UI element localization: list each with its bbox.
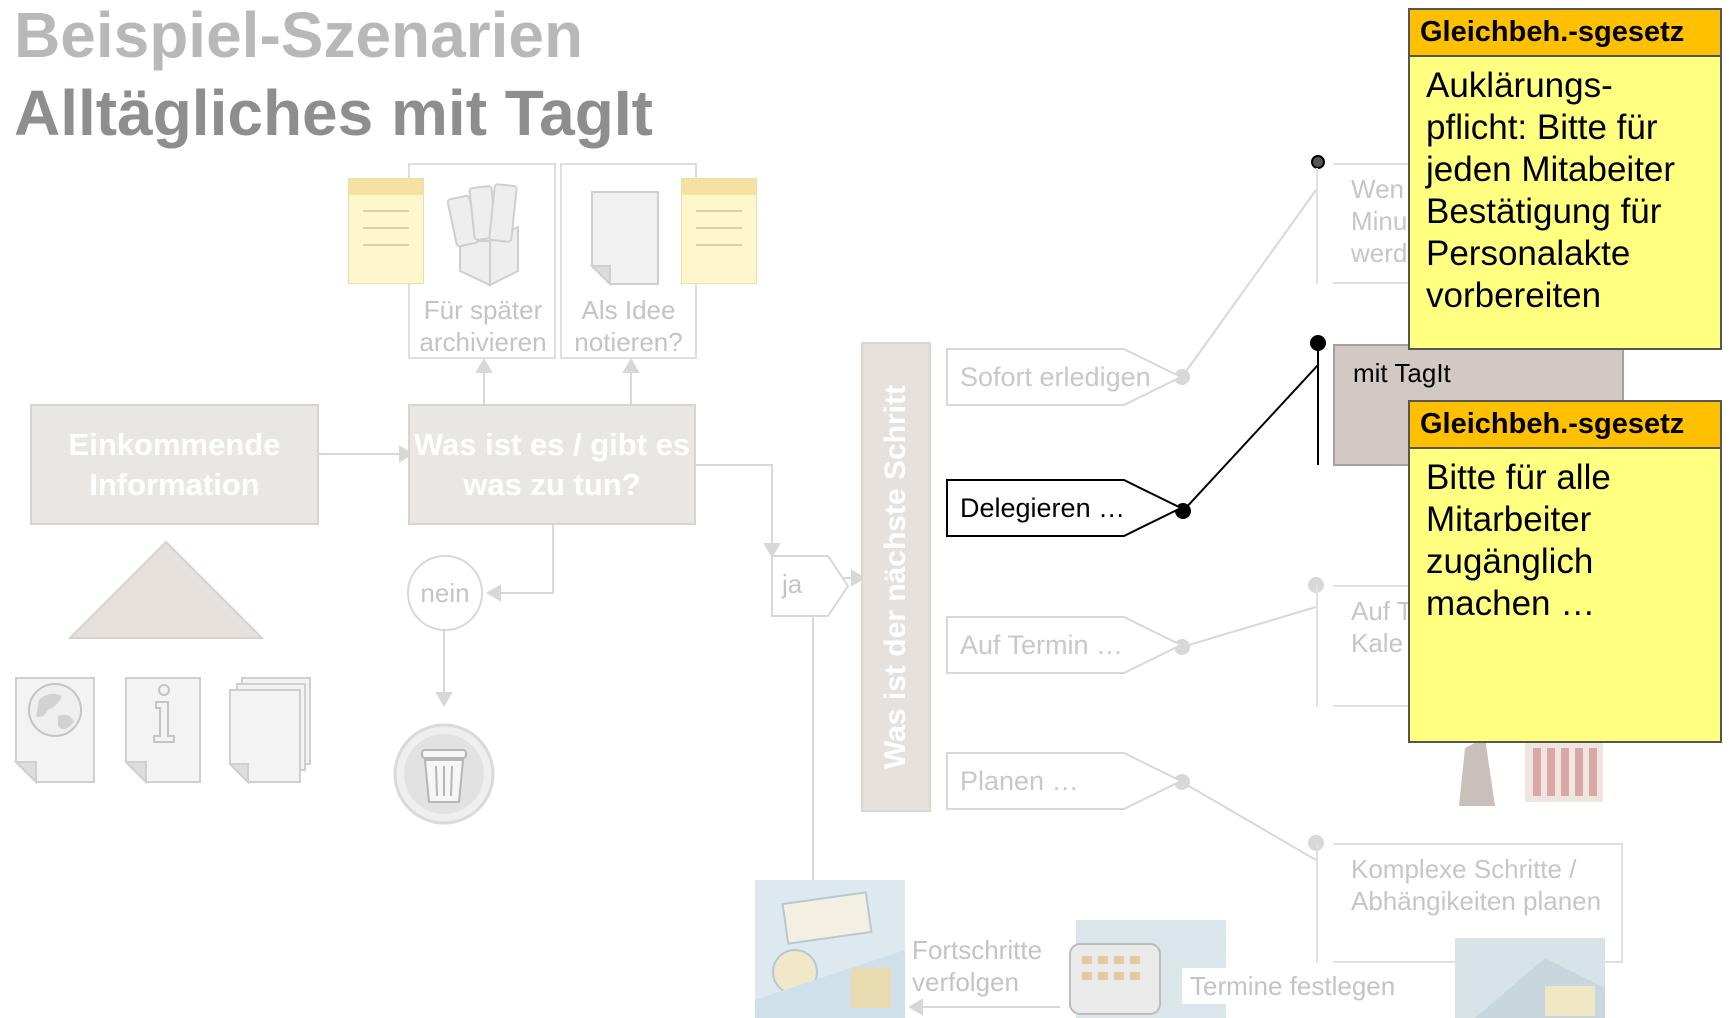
stacked-documents-icon xyxy=(228,677,311,785)
file-archive-icon xyxy=(446,183,519,287)
blank-page-icon xyxy=(590,191,659,286)
note-1-header: Gleichbeh.-sgesetz xyxy=(1410,10,1720,57)
action-schedule-label: Auf Termin … xyxy=(960,630,1124,660)
action-plan-label: Planen … xyxy=(960,766,1079,796)
archive-label: Für später archivieren xyxy=(419,295,547,357)
note-1: Gleichbeh.-sgesetz Auklärungs-pflicht: B… xyxy=(1408,8,1722,350)
slide-subtitle: Alltägliches mit TagIt xyxy=(14,77,653,149)
yes-tag xyxy=(771,555,850,617)
incoming-information-box[interactable]: Einkommende Information xyxy=(30,404,319,525)
sticky-note-icon xyxy=(681,178,757,284)
question-label: Was ist es / gibt es was zu tun? xyxy=(413,426,691,502)
tracking-clipart-icon xyxy=(755,880,905,1018)
bracket-line xyxy=(1316,843,1318,963)
no-label: nein xyxy=(420,578,470,608)
incoming-information-label: Einkommende Information xyxy=(68,426,281,502)
note-2-body: Bitte für alle Mitarbeiter zugänglich ma… xyxy=(1426,458,1611,623)
action-plan[interactable]: Planen … xyxy=(946,752,1186,810)
person-clipart-icon xyxy=(1459,723,1603,806)
idea-label: Als Idee notieren? xyxy=(574,295,683,357)
action-do-now[interactable]: Sofort erledigen xyxy=(946,348,1186,406)
bracket-line xyxy=(1316,168,1318,284)
note-2: Gleichbeh.-sgesetz Bitte für alle Mitarb… xyxy=(1408,400,1722,743)
sticky-note-icon xyxy=(348,178,424,284)
bracket-line xyxy=(1316,585,1318,707)
trash-icon xyxy=(393,723,495,825)
globe-document-icon xyxy=(14,677,95,785)
slide-title: Beispiel-Szenarien xyxy=(14,0,584,71)
next-step-bar: Was ist der nächste Schritt xyxy=(861,342,931,812)
progress-label: Fortschritte verfolgen xyxy=(912,935,1043,997)
numbers-clipart-icon xyxy=(1455,938,1605,1018)
deadlines-label: Termine festlegen xyxy=(1182,968,1404,1004)
note-2-header: Gleichbeh.-sgesetz xyxy=(1410,402,1720,449)
result-box-tagit-label: mit TagIt xyxy=(1353,358,1451,388)
result-box-1: Wen Minu werd xyxy=(1333,163,1428,284)
no-circle xyxy=(407,555,483,631)
triangle-icon xyxy=(68,540,264,639)
info-document-icon xyxy=(124,677,201,785)
yes-label: ja xyxy=(782,569,803,599)
action-delegate-label: Delegieren … xyxy=(960,493,1126,523)
note-1-body: Auklärungs-pflicht: Bitte für jeden Mita… xyxy=(1426,66,1676,315)
question-box[interactable]: Was ist es / gibt es was zu tun? xyxy=(408,404,696,525)
next-step-label: Was ist der nächste Schritt xyxy=(879,385,912,769)
action-schedule[interactable]: Auf Termin … xyxy=(946,616,1186,674)
action-do-now-label: Sofort erledigen xyxy=(960,362,1151,392)
action-delegate[interactable]: Delegieren … xyxy=(946,479,1186,537)
